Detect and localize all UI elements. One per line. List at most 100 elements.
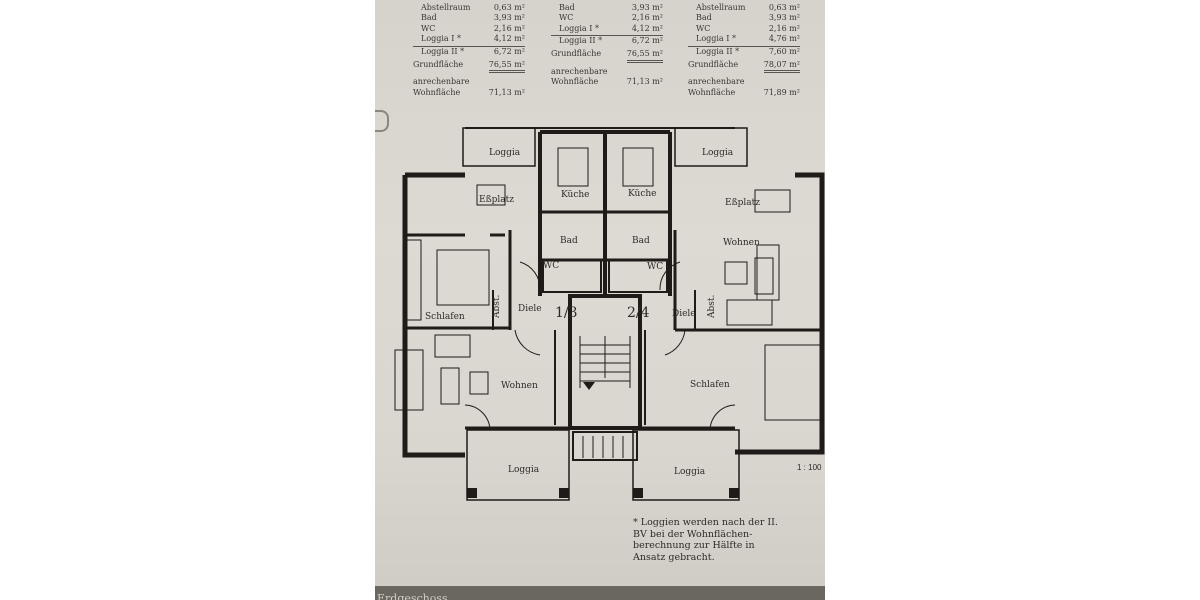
area-row-value: 0,63 m² xyxy=(493,2,525,12)
area-row-value: 6,72 m² xyxy=(493,46,525,56)
area-row-value: 2,16 m² xyxy=(768,23,800,33)
area-row-label: Loggia II * xyxy=(559,36,603,46)
label-wc-right: WC xyxy=(647,262,663,272)
area-label-1: anrechenbare xyxy=(688,77,745,87)
area-row-label: Bad xyxy=(559,2,575,12)
area-row-label: Loggia I * xyxy=(421,34,461,44)
label-loggia-top-right: Loggia xyxy=(702,148,734,158)
area-row-label: WC xyxy=(559,13,574,23)
label-schlafen-left: Schlafen xyxy=(425,312,465,322)
area-row: Abstellraum 0,63 m² xyxy=(551,0,663,3)
total-label: Grundfläche xyxy=(688,59,739,69)
area-row-value: 2,87 m² xyxy=(494,0,525,3)
label-bad-right: Bad xyxy=(632,236,650,246)
area-row: Loggia II * 6,72 m² xyxy=(551,35,663,47)
label-loggia-top-left: Loggia xyxy=(489,148,521,158)
area-row: Abstellraum 0,63 m² xyxy=(688,3,800,14)
label-loggia-bottom-left: Loggia xyxy=(508,465,540,475)
area-value: 71,13 m² xyxy=(626,77,663,87)
label-kueche-left: Küche xyxy=(561,190,590,200)
area-row: WC 2,16 m² xyxy=(551,13,663,24)
binder-clip xyxy=(375,110,389,132)
area-row-label: Bad xyxy=(696,13,712,23)
total-row: Grundfläche 78,07 m² xyxy=(688,60,800,74)
label-diele-left: Diele xyxy=(518,304,542,314)
label-diele-right: Diele xyxy=(672,309,696,319)
area-label-1: anrechenbare xyxy=(551,66,608,76)
bottom-fragment-text: Erdgeschoss xyxy=(377,592,448,600)
area-row-value: 4,12 m² xyxy=(493,34,525,44)
label-essplatz-left: Eßplatz xyxy=(479,195,514,205)
area-row: Wohnfläche 71,89 m² xyxy=(688,88,800,99)
area-table-left: Diele 2,87 m² Abstellraum 0,63 m² Bad 3,93 m²… xyxy=(413,0,525,98)
total-row: Grundfläche 76,55 m² xyxy=(551,49,663,63)
area-label-2: Wohnfläche xyxy=(551,77,599,87)
area-row-value: 2,16 m² xyxy=(631,13,663,23)
area-row-label: Diele xyxy=(688,0,717,3)
area-row: Loggia I * 4,12 m² xyxy=(413,34,525,45)
area-row-label: Diele xyxy=(413,0,442,3)
area-row-label: Loggia II * xyxy=(421,46,465,56)
total-label: Grundfläche xyxy=(413,59,464,69)
area-row: Loggia II * 7,60 m² xyxy=(688,45,800,58)
label-unit-left: 1/3 xyxy=(555,305,578,321)
label-kueche-right: Küche xyxy=(628,189,657,199)
area-row-label: WC xyxy=(696,23,711,33)
label-schlafen-right: Schlafen xyxy=(690,380,730,390)
area-row-value: 4,12 m² xyxy=(631,23,663,33)
area-row-value: 3,93 m² xyxy=(631,2,663,12)
total-value: 76,55 m² xyxy=(626,49,663,63)
total-row: Grundfläche 76,55 m² xyxy=(413,60,525,74)
area-label-1: anrechenbare xyxy=(413,77,470,87)
area-row-value: 7,60 m² xyxy=(768,46,800,56)
area-row-value: 3,93 m² xyxy=(493,13,525,23)
floor-plan-drawing: Loggia Loggia Küche Küche Eßplatz Eßplat… xyxy=(394,127,825,501)
label-unit-right: 2/4 xyxy=(627,305,650,321)
scale-label: 1 : 100 xyxy=(797,463,822,472)
area-row-label: Bad xyxy=(421,13,437,23)
area-value: 71,89 m² xyxy=(763,87,800,97)
area-row: WC 2,16 m² xyxy=(688,24,800,35)
area-row-label: Abstellraum xyxy=(551,0,608,3)
area-row: Abstellraum 0,63 m² xyxy=(413,3,525,14)
area-row: Wohnfläche 71,13 m² xyxy=(413,88,525,99)
label-abst-right: Abst. xyxy=(707,295,717,319)
area-row: Loggia II * 6,72 m² xyxy=(413,45,525,58)
area-label-2: Wohnfläche xyxy=(688,87,736,97)
area-label-2: Wohnfläche xyxy=(413,87,461,97)
total-value: 78,07 m² xyxy=(763,60,800,74)
label-wohnen-left: Wohnen xyxy=(501,381,538,391)
area-row-label: Abstellraum xyxy=(421,2,471,12)
area-row: Diele 2,87 m² xyxy=(688,0,800,3)
footnote: * Loggien werden nach der II. BV bei der… xyxy=(633,517,778,563)
total-value: 76,55 m² xyxy=(488,60,525,74)
area-row-label: Loggia I * xyxy=(559,23,599,33)
label-bad-left: Bad xyxy=(560,236,578,246)
area-row-label: Loggia II * xyxy=(696,46,740,56)
area-row-value: 6,72 m² xyxy=(631,36,663,46)
label-wohnen-right: Wohnen xyxy=(723,238,760,248)
area-row-value: 2,87 m² xyxy=(769,0,800,3)
area-row: Wohnfläche 71,13 m² xyxy=(551,77,663,88)
area-row: Diele 2,87 m² xyxy=(413,0,525,3)
label-abst-left: Abst. xyxy=(492,295,502,319)
area-row-label: Abstellraum xyxy=(696,2,746,12)
label-wc-left: WC xyxy=(543,261,559,271)
area-row-value: 3,93 m² xyxy=(768,13,800,23)
area-row-value: 0,63 m² xyxy=(768,2,800,12)
label-loggia-bottom-right: Loggia xyxy=(674,467,706,477)
area-table-middle: Abstellraum 0,63 m² Bad 3,93 m² WC 2,16 m² Log… xyxy=(551,0,663,88)
area-row: Bad 3,93 m² xyxy=(413,13,525,24)
area-row: Loggia I * 4,76 m² xyxy=(688,34,800,45)
area-row-value: 4,76 m² xyxy=(768,34,800,44)
area-value: 71,13 m² xyxy=(488,87,525,97)
area-table-right: Diele 2,87 m² Abstellraum 0,63 m² Bad 3,93 m²… xyxy=(688,0,800,98)
area-row: Bad 3,93 m² xyxy=(688,13,800,24)
page-edge: Erdgeschoss xyxy=(375,586,825,600)
total-label: Grundfläche xyxy=(551,48,602,58)
area-row-value: 0,63 m² xyxy=(632,0,663,3)
floor-plan-photo: Diele 2,87 m² Abstellraum 0,63 m² Bad 3,93 m²… xyxy=(375,0,825,600)
area-row-label: Loggia I * xyxy=(696,34,736,44)
area-row-label: WC xyxy=(421,23,436,33)
